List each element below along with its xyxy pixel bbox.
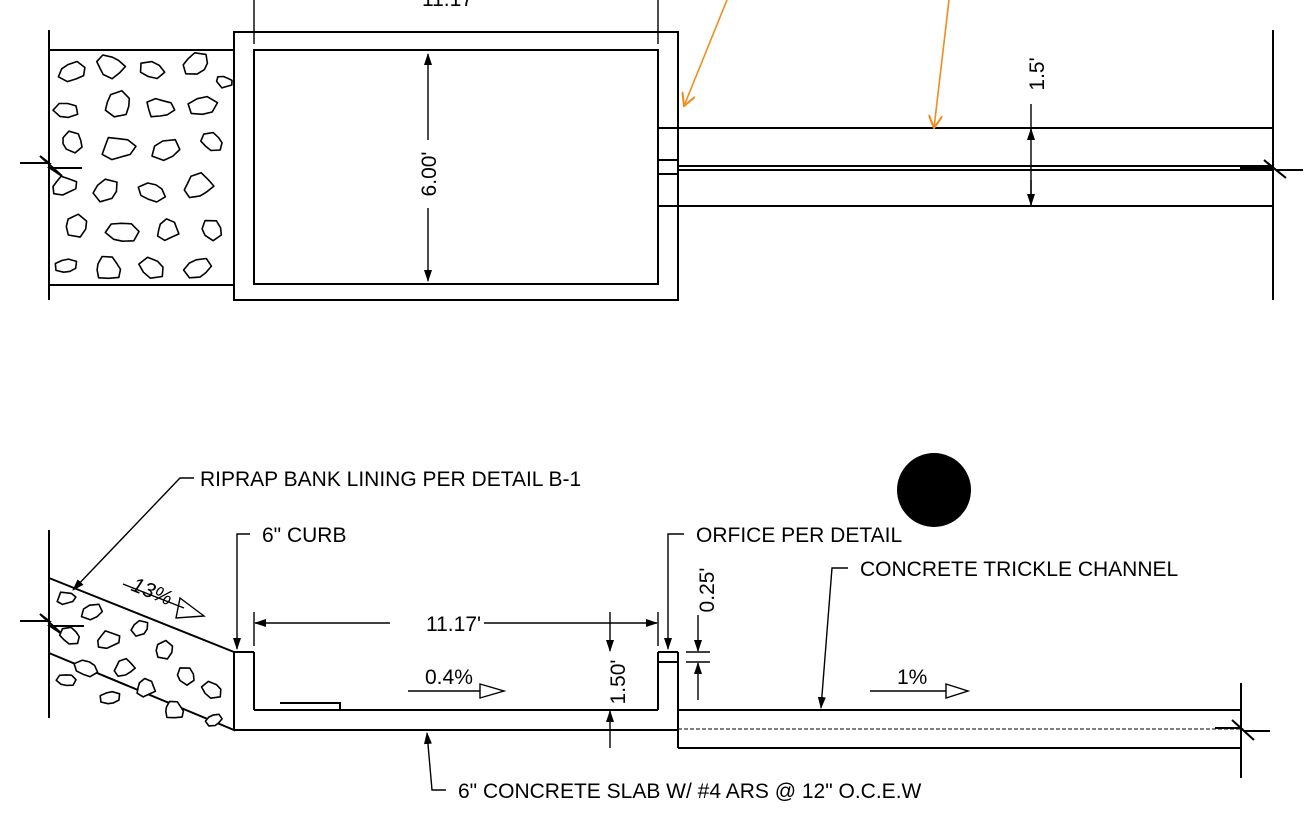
plan-pool-height-dimension: 6.00' <box>418 53 441 282</box>
plan-basin-outer-wall <box>233 31 679 301</box>
riprap-stone <box>151 138 181 162</box>
riprap-stone <box>73 659 99 678</box>
plan-channel-width-label: 1.5' <box>1026 57 1049 90</box>
pool-slope-label: 0.4% <box>425 666 473 689</box>
riprap-callout-label: RIPRAP BANK LINING PER DETAIL B-1 <box>200 468 581 491</box>
riprap-stone <box>130 619 149 637</box>
riprap-stone <box>104 90 131 118</box>
riprap-stone <box>104 222 140 242</box>
riprap-callout: RIPRAP BANK LINING PER DETAIL B-1 <box>72 468 581 591</box>
riprap-stone <box>96 255 122 280</box>
curb-callout: 6" CURB <box>233 524 346 650</box>
channel-callout-leader <box>934 0 950 128</box>
riprap-stone <box>56 591 77 606</box>
profile-length-label: 11.17' <box>426 613 481 636</box>
riprap-stone <box>99 690 121 705</box>
profile-riprap-bank <box>20 530 235 732</box>
trickle-callout-label: CONCRETE TRICKLE CHANNEL <box>860 558 1178 581</box>
riprap-stone <box>57 60 86 83</box>
riprap-stone <box>137 182 167 203</box>
plan-orifice <box>657 159 679 175</box>
riprap-stone <box>155 639 174 660</box>
riprap-stone <box>54 258 78 274</box>
riprap-stone <box>187 95 219 116</box>
plan-pool-height-label: 6.00' <box>418 152 441 197</box>
riprap-stone <box>182 257 213 279</box>
riprap-stone <box>96 54 127 80</box>
orifice-callout-leader <box>684 0 728 106</box>
profile-depth-dimension: 1.50' <box>606 612 630 748</box>
profile-length-dimension: 11.17' <box>253 612 659 646</box>
trickle-callout: CONCRETE TRICKLE CHANNEL <box>817 558 1178 709</box>
riprap-stone <box>138 256 164 280</box>
profile-trickle-channel <box>678 683 1270 778</box>
plan-top-dimension: 11.17' <box>253 0 659 44</box>
plan-view: 11.17' 6.00' 1.5' <box>20 0 1303 301</box>
riprap-stone <box>65 213 88 238</box>
riprap-stone <box>80 603 104 621</box>
riprap-stone <box>92 178 118 203</box>
riprap-stone <box>176 667 195 687</box>
riprap-stone <box>201 219 223 242</box>
profile-depth-label: 1.50' <box>607 660 630 705</box>
riprap-stone <box>136 677 157 698</box>
slab-callout: 6" CONCRETE SLAB W/ #4 ARS @ 12" O.C.E.W <box>423 732 922 803</box>
riprap-stone <box>200 680 222 700</box>
orifice-dimension-label: 0.25' <box>696 568 719 613</box>
channel-slope-label: 1% <box>897 666 927 689</box>
profile-concrete-slab <box>233 651 679 748</box>
profile-riprap-stones <box>55 591 223 727</box>
orifice-dimension: 0.25' <box>686 568 719 700</box>
riprap-stone <box>62 130 83 154</box>
riprap-stone <box>182 51 209 75</box>
curb-callout-label: 6" CURB <box>262 524 346 547</box>
riprap-stone <box>101 136 137 161</box>
plan-top-dimension-label: 11.17' <box>422 0 477 11</box>
slab-callout-label: 6" CONCRETE SLAB W/ #4 ARS @ 12" O.C.E.W <box>458 780 922 803</box>
riprap-stone <box>156 218 180 242</box>
orifice-callout-label: ORFICE PER DETAIL <box>696 524 902 547</box>
plan-trickle-channel <box>657 30 1303 300</box>
riprap-stone <box>55 674 77 687</box>
riprap-stone <box>146 97 176 118</box>
riprap-stone <box>215 75 233 89</box>
bank-slope-label: 13% <box>128 573 176 610</box>
plan-riprap-stones <box>52 51 233 280</box>
profile-view: 13% 0.4% 11.17' <box>20 453 1270 803</box>
plan-basin-inner-floor <box>253 49 659 285</box>
riprap-stone <box>97 630 121 650</box>
riprap-stone <box>52 175 78 196</box>
orifice-callout: ORFICE PER DETAIL <box>664 524 902 650</box>
riprap-stone <box>183 171 215 199</box>
riprap-stone <box>139 60 166 80</box>
riprap-stone <box>113 657 136 678</box>
riprap-stone <box>52 102 79 119</box>
riprap-stone <box>165 700 185 719</box>
riprap-stone <box>200 131 223 152</box>
riprap-stone <box>58 626 80 645</box>
riprap-stone <box>204 713 223 727</box>
marker-dot <box>897 453 971 527</box>
plan-channel-width-dimension: 1.5' <box>1026 57 1049 206</box>
plan-riprap-edges <box>20 30 234 300</box>
